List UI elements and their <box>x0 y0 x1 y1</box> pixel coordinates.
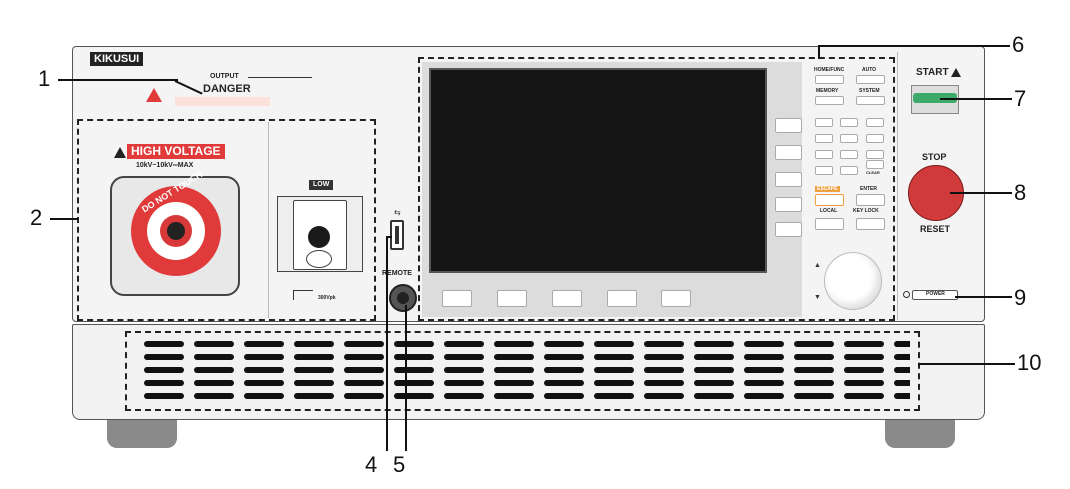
soft-key-bottom-3[interactable] <box>552 290 582 307</box>
leader-line-1 <box>58 79 178 81</box>
leader-line-5 <box>405 305 407 451</box>
escape-label: ESCAPE <box>815 186 840 192</box>
soft-key-bottom-2[interactable] <box>497 290 527 307</box>
home-func-key[interactable] <box>815 75 844 84</box>
start-label: START <box>916 67 949 78</box>
callout-4: 4 <box>365 452 378 477</box>
escape-key[interactable] <box>815 194 844 206</box>
danger-label: DANGER <box>203 83 251 95</box>
num-key[interactable] <box>840 118 858 127</box>
low-rating: 300Vpk <box>318 295 336 301</box>
ground-icon <box>293 290 313 300</box>
callout-8: 8 <box>1014 180 1027 205</box>
soft-key-side-1[interactable] <box>775 118 802 133</box>
vent-slot-pattern <box>140 339 910 405</box>
panel-divider <box>268 122 269 318</box>
soft-key-bottom-1[interactable] <box>442 290 472 307</box>
foot-right <box>885 420 955 448</box>
clear-label: CLEAR <box>866 170 880 175</box>
num-key[interactable] <box>866 134 884 143</box>
brand-logo: KIKUSUI <box>90 52 144 66</box>
system-label: SYSTEM <box>859 88 880 94</box>
soft-key-side-2[interactable] <box>775 145 802 160</box>
low-terminal-cap <box>306 250 332 268</box>
hv-socket-core <box>167 222 185 240</box>
enter-key[interactable] <box>856 194 885 206</box>
auto-label: AUTO <box>862 67 877 73</box>
callout-10: 10 <box>1017 350 1042 375</box>
output-line <box>248 77 312 78</box>
hv-rating: 10kV~10kV═MAX <box>136 162 194 169</box>
callout-1: 1 <box>38 66 51 91</box>
power-label: POWER <box>926 291 945 297</box>
num-key[interactable] <box>815 134 833 143</box>
foot-left <box>107 420 177 448</box>
soft-key-bottom-5[interactable] <box>661 290 691 307</box>
right-divider <box>897 52 898 320</box>
home-func-label: HOME/FUNC <box>814 67 845 73</box>
output-label: OUTPUT <box>210 73 239 80</box>
knob-down-indicator: ▼ <box>814 294 821 301</box>
num-key[interactable] <box>815 118 833 127</box>
soft-key-side-4[interactable] <box>775 197 802 212</box>
hv-label: HIGH VOLTAGE <box>127 144 225 159</box>
memory-label: MEMORY <box>816 88 839 94</box>
callout-5: 5 <box>393 452 406 477</box>
soft-key-bottom-4[interactable] <box>607 290 637 307</box>
callout-2: 2 <box>30 205 43 230</box>
warning-icon <box>146 88 162 102</box>
leader-line-4 <box>386 236 388 451</box>
system-key[interactable] <box>856 96 885 105</box>
leader-line-6 <box>818 45 1010 47</box>
leader-line-9 <box>955 296 1012 298</box>
num-key[interactable] <box>866 150 884 159</box>
clear-key[interactable] <box>866 160 884 169</box>
power-off-icon <box>903 291 910 298</box>
start-button[interactable] <box>913 93 957 103</box>
warning-icon <box>114 147 126 158</box>
lcd-display <box>429 68 767 273</box>
leader-line-8 <box>950 192 1012 194</box>
key-lock-label: KEY LOCK <box>853 208 879 214</box>
vent-slots <box>140 339 910 405</box>
warning-icon <box>951 68 961 77</box>
region-output-terminals <box>77 119 376 321</box>
reset-label: RESET <box>920 224 951 234</box>
region-operation-panel <box>418 57 895 321</box>
num-key[interactable] <box>840 150 858 159</box>
num-key[interactable] <box>815 150 833 159</box>
leader-line-4b <box>386 236 392 238</box>
num-key[interactable] <box>866 118 884 127</box>
num-key[interactable] <box>840 166 858 175</box>
low-terminal-socket[interactable] <box>308 226 330 248</box>
usb-icon: ⇆ <box>394 208 401 217</box>
num-key[interactable] <box>815 166 833 175</box>
left-arrow-key[interactable] <box>815 218 844 230</box>
power-switch[interactable] <box>912 290 958 300</box>
remote-connector-core <box>397 292 409 304</box>
leader-line-6b <box>818 45 820 59</box>
soft-key-side-3[interactable] <box>775 172 802 187</box>
callout-9: 9 <box>1014 285 1027 310</box>
leader-line-7 <box>940 98 1012 100</box>
num-key[interactable] <box>840 134 858 143</box>
usb-port-slot <box>395 226 399 244</box>
callout-7: 7 <box>1014 86 1027 111</box>
right-arrow-key[interactable] <box>856 218 885 230</box>
soft-key-side-5[interactable] <box>775 222 802 237</box>
leader-line-2 <box>50 218 78 220</box>
low-label: LOW <box>309 180 334 190</box>
stop-label: STOP <box>922 152 947 162</box>
danger-strip <box>175 97 270 106</box>
leader-line-10 <box>918 363 1015 365</box>
knob-up-indicator: ▲ <box>814 262 821 269</box>
memory-key[interactable] <box>815 96 844 105</box>
callout-6: 6 <box>1012 32 1025 57</box>
rotary-knob[interactable] <box>824 252 882 310</box>
enter-label: ENTER <box>860 186 877 192</box>
region-vent <box>125 331 920 411</box>
remote-label: REMOTE <box>382 270 412 277</box>
local-label: LOCAL <box>820 208 838 214</box>
auto-key[interactable] <box>856 75 885 84</box>
